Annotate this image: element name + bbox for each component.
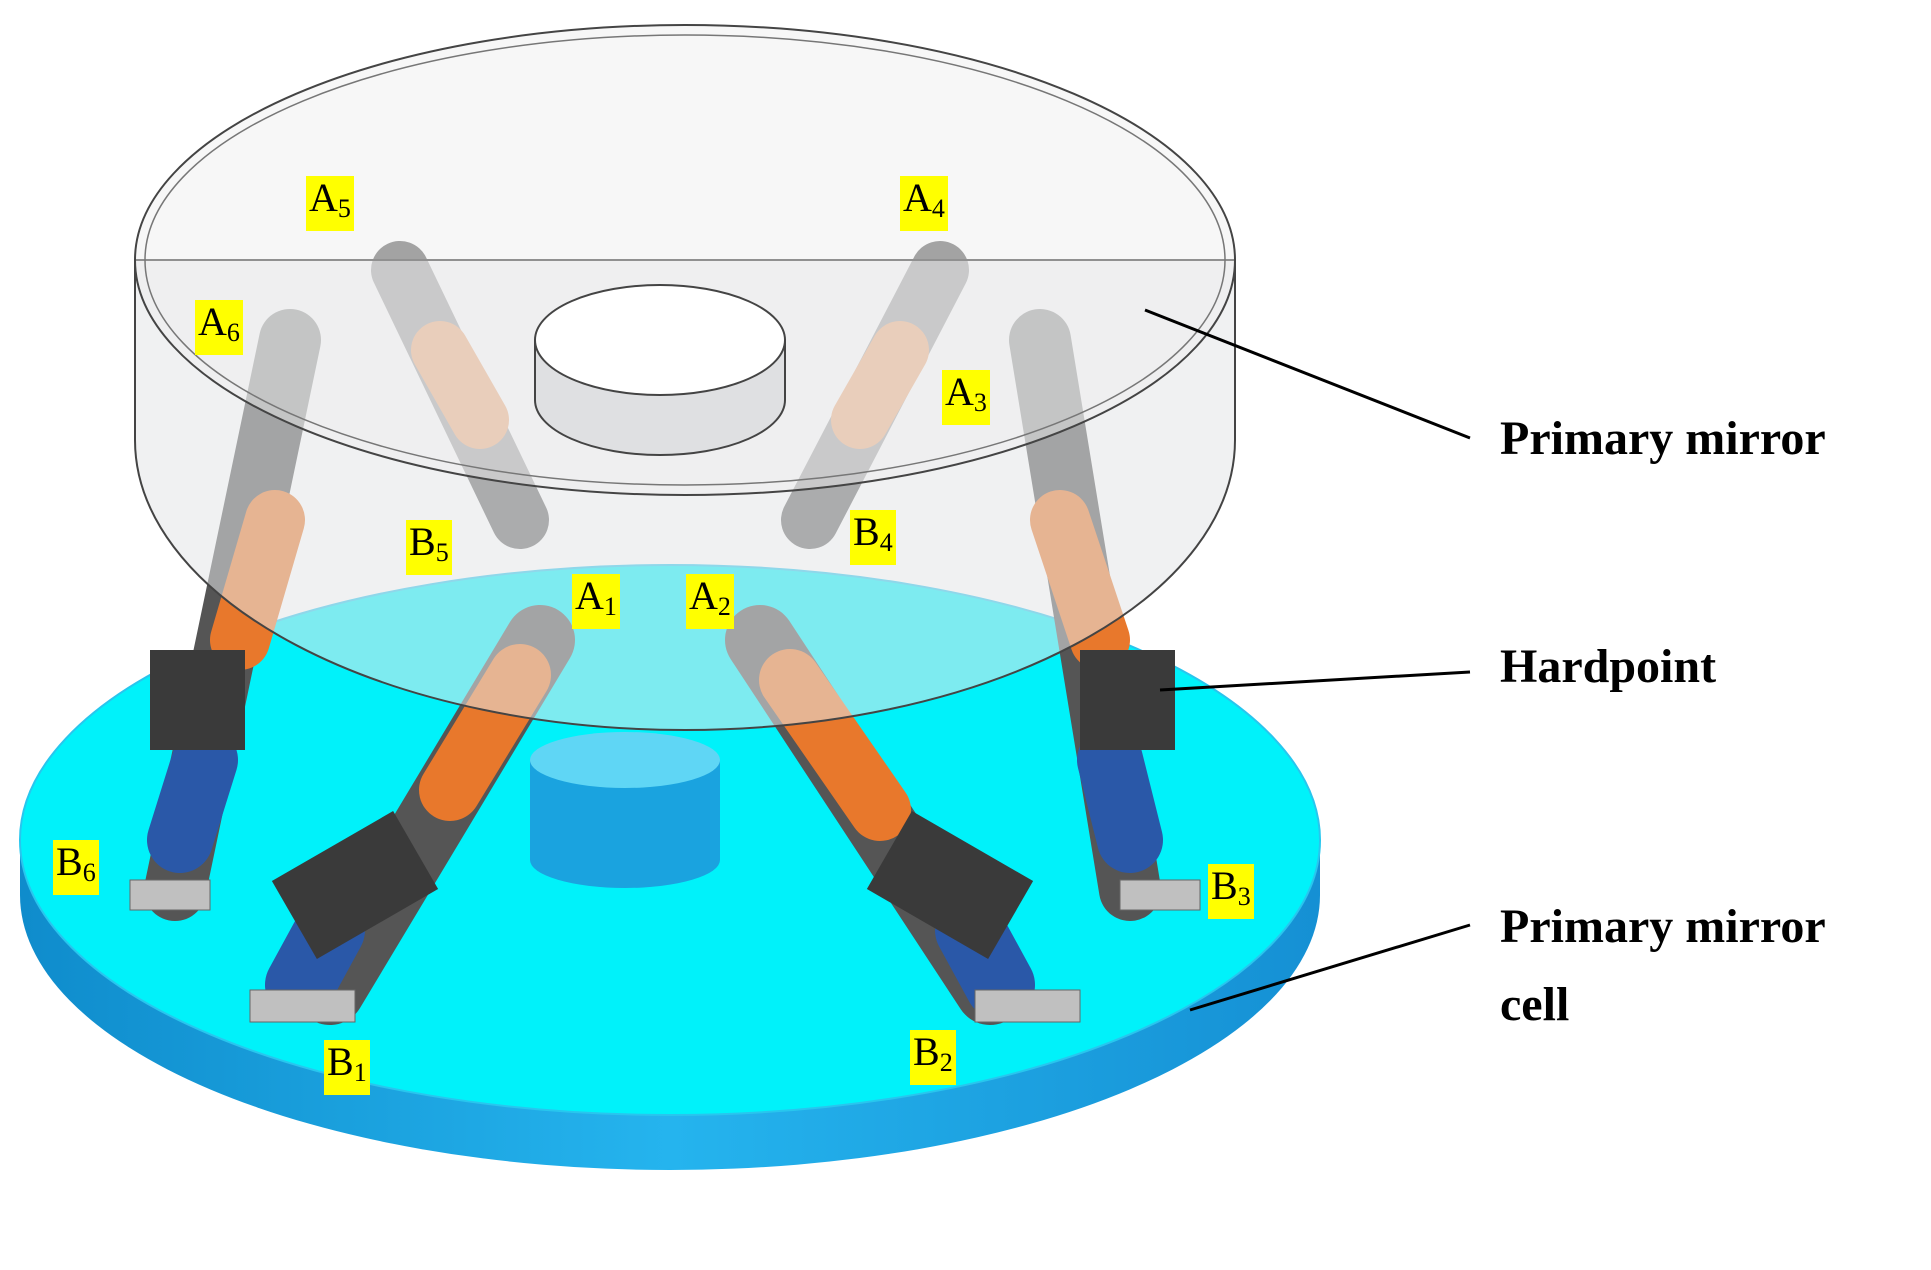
callout-primary-mirror: Primary mirror bbox=[1500, 412, 1826, 465]
label-B3: B3 bbox=[1208, 864, 1254, 919]
label-B4: B4 bbox=[850, 510, 896, 565]
label-B5: B5 bbox=[406, 520, 452, 575]
leader-primary-mirror bbox=[1144, 308, 1471, 440]
label-A2: A2 bbox=[686, 574, 734, 629]
label-A6: A6 bbox=[195, 300, 243, 355]
label-A1: A1 bbox=[572, 574, 620, 629]
primary-mirror bbox=[134, 24, 1236, 731]
callout-primary-mirror-cell-line1: Primary mirror bbox=[1500, 900, 1826, 953]
label-B6: B6 bbox=[53, 840, 99, 895]
callout-primary-mirror-cell-line2: cell bbox=[1500, 978, 1570, 1031]
label-A4: A4 bbox=[900, 176, 948, 231]
label-B1: B1 bbox=[324, 1040, 370, 1095]
callout-hardpoint: Hardpoint bbox=[1500, 640, 1717, 693]
leader-hardpoint bbox=[1159, 670, 1471, 692]
label-A3: A3 bbox=[942, 370, 990, 425]
label-B2: B2 bbox=[910, 1030, 956, 1085]
label-A5: A5 bbox=[306, 176, 354, 231]
hardpoint-leg-1 bbox=[249, 605, 575, 1025]
leader-primary-mirror-cell bbox=[1189, 923, 1471, 1012]
